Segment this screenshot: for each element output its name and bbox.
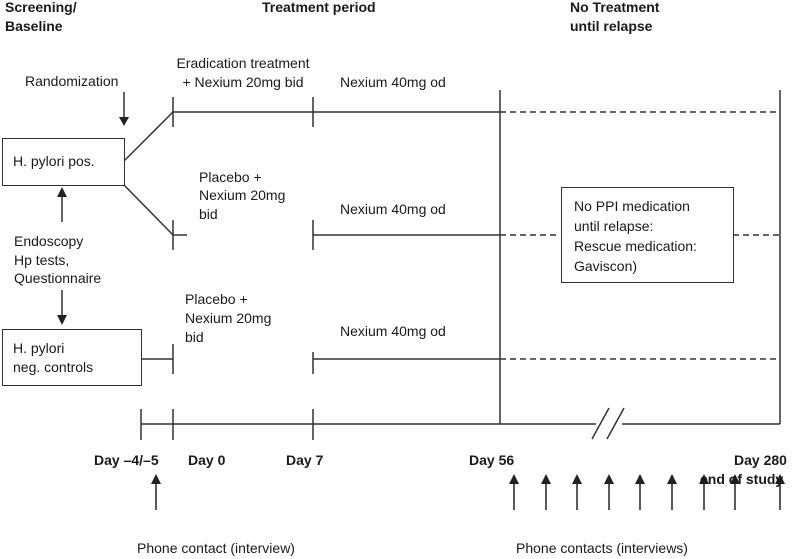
hp-negative-line1: H. pylori	[13, 340, 65, 356]
header-screening-line2: Baseline	[5, 18, 63, 34]
arm1-phase2-label: Nexium 40mg od	[340, 74, 446, 90]
header-screening-line1: Screening/	[5, 0, 77, 15]
timeline-label-day56: Day 56	[469, 452, 515, 468]
hp-positive-label: H. pylori pos.	[13, 153, 95, 169]
endoscopy-line2: Hp tests,	[14, 252, 70, 268]
timeline-label-day7: Day 7	[286, 452, 324, 468]
axis-break-mark-2	[606, 407, 625, 440]
phone-contacts-label: Phone contacts (interviews)	[516, 540, 688, 556]
no-ppi-line4: Gaviscon)	[574, 258, 638, 274]
header-no-treatment-line1: No Treatment	[570, 0, 660, 15]
endoscopy-line3: Questionnaire	[14, 270, 102, 286]
timeline-label-day-minus: Day –4/–5	[94, 452, 159, 468]
no-ppi-box: No PPI medication until relapse: Rescue …	[561, 187, 734, 283]
endoscopy-line1: Endoscopy	[14, 233, 84, 249]
hp-negative-line2: neg. controls	[13, 359, 94, 375]
arm3-phase1-line2: Nexium 20mg	[185, 310, 272, 326]
hp-negative-box: H. pylori neg. controls	[2, 329, 142, 386]
no-ppi-line3: Rescue medication:	[574, 238, 697, 254]
no-ppi-line2: until relapse:	[574, 218, 654, 234]
arm3-phase2-label: Nexium 40mg od	[340, 323, 446, 339]
header-no-treatment-line2: until relapse	[570, 18, 653, 34]
axis-break-mark-1	[591, 407, 610, 440]
timeline-label-day0: Day 0	[188, 452, 226, 468]
arm2-phase1-line2: Nexium 20mg	[199, 187, 286, 203]
arm3-phase1-line3: bid	[185, 329, 204, 345]
arm3-phase1-line1: Placebo +	[185, 291, 248, 307]
timeline-label-day280: Day 280	[734, 452, 787, 468]
branch-to-arm2	[123, 184, 174, 236]
arm2-phase2-label: Nexium 40mg od	[340, 201, 446, 217]
arm1-phase1-line1: Eradication treatment	[176, 55, 310, 71]
no-ppi-line1: No PPI medication	[574, 198, 690, 214]
header-treatment-period: Treatment period	[262, 0, 376, 15]
phone-contact-label: Phone contact (interview)	[137, 540, 295, 556]
timeline-label-end-of-study: end of study	[700, 471, 784, 487]
arm2-phase1-line3: bid	[199, 206, 218, 222]
phone-contact-arrows	[151, 474, 785, 510]
branch-to-arm1	[123, 111, 174, 162]
arm1-phase1-line2: + Nexium 20mg bid	[182, 74, 304, 90]
arm2-phase1-line1: Placebo +	[199, 169, 262, 185]
randomization-label: Randomization	[25, 73, 119, 89]
hp-positive-box: H. pylori pos.	[2, 138, 125, 186]
